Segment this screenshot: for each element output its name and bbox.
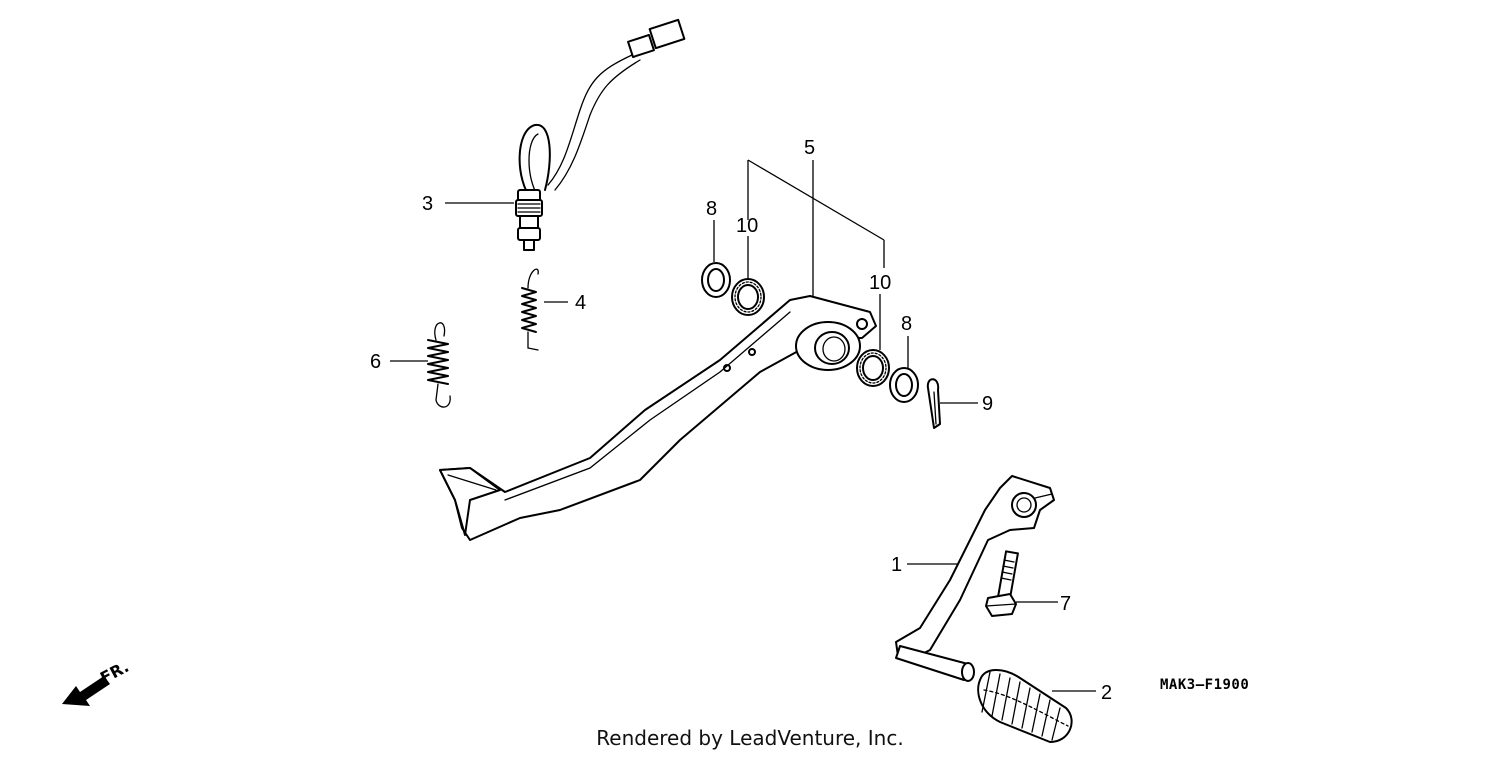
part-7-bolt[interactable] [985, 550, 1019, 617]
callout-10-right: 10 [869, 272, 891, 294]
part-2-footpeg-rubber[interactable] [977, 669, 1073, 743]
callout-8-right: 8 [901, 313, 912, 335]
callouts: 3 4 6 8 10 5 10 8 9 1 7 2 [370, 137, 1112, 704]
part-8-washer-left[interactable] [701, 262, 731, 298]
part-5-brake-pedal[interactable] [439, 295, 877, 541]
part-8-washer-right[interactable] [889, 367, 919, 403]
part-4-switch-spring[interactable] [521, 268, 539, 351]
callout-1: 1 [891, 554, 902, 576]
callout-10-left: 10 [736, 215, 758, 237]
diagram-code: MAK3—F1900 [1160, 677, 1249, 693]
callout-2: 2 [1101, 682, 1112, 704]
leader-lines [390, 159, 1096, 692]
part-1-pedal-arm[interactable] [895, 475, 1055, 682]
callout-8-left: 8 [706, 198, 717, 220]
render-credit: Rendered by LeadVenture, Inc. [596, 726, 904, 750]
part-6-return-spring[interactable] [427, 322, 451, 408]
part-10-dust-seal-left[interactable] [731, 278, 765, 316]
callout-9: 9 [982, 393, 993, 415]
part-3-stop-switch[interactable] [515, 18, 686, 251]
callout-5: 5 [804, 137, 815, 159]
front-direction-arrow: FR. [62, 657, 132, 706]
callout-6: 6 [370, 351, 381, 373]
part-10-dust-seal-right[interactable] [856, 349, 890, 387]
callout-7: 7 [1060, 593, 1071, 615]
callout-4: 4 [575, 292, 586, 314]
part-9-cotter-pin[interactable] [926, 378, 941, 429]
callout-3: 3 [422, 193, 433, 215]
